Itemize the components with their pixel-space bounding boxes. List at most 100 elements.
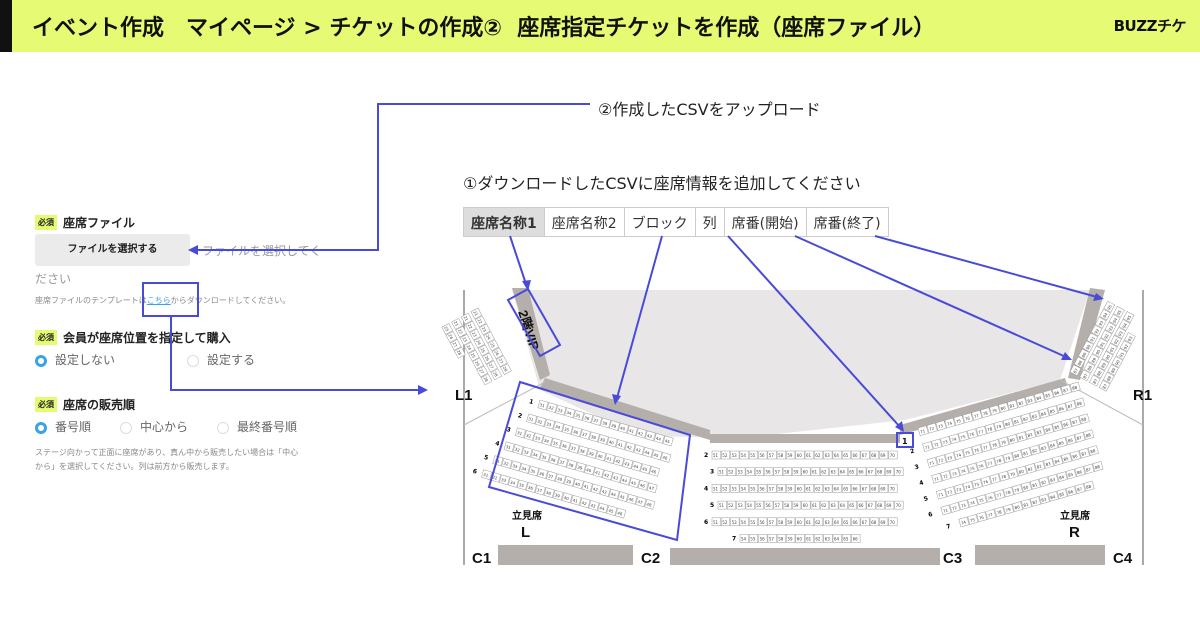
seat[interactable] [552,489,564,501]
seat[interactable] [635,427,647,439]
seat[interactable] [1074,466,1086,477]
seat[interactable] [739,450,749,460]
seat[interactable] [1025,463,1037,474]
seat[interactable] [1103,371,1115,384]
seat[interactable] [754,500,764,510]
seat[interactable] [601,469,613,481]
seat[interactable] [635,496,647,508]
seat[interactable] [730,450,740,460]
seat[interactable] [469,328,481,341]
seat[interactable] [795,450,805,460]
seat[interactable] [758,484,768,493]
seat[interactable] [588,431,600,443]
radio-icon[interactable] [187,354,199,367]
seat[interactable] [1100,329,1113,342]
seat[interactable] [847,500,857,510]
seat[interactable] [944,486,956,497]
seat[interactable] [795,517,805,527]
seat[interactable] [1051,386,1063,398]
seat[interactable] [660,452,672,463]
seat[interactable] [1082,340,1094,353]
seat[interactable] [597,502,609,514]
seat[interactable] [1003,503,1015,515]
seat[interactable] [944,417,956,429]
seat[interactable] [782,467,792,476]
seat[interactable] [1087,445,1099,456]
seat[interactable] [609,420,620,431]
seat[interactable] [1090,324,1103,337]
seat[interactable] [944,451,956,463]
seat[interactable] [491,347,504,360]
seat[interactable] [487,339,500,352]
seat[interactable] [1110,335,1122,347]
seat[interactable] [557,456,569,468]
seat[interactable] [615,507,627,519]
seat[interactable] [561,492,573,504]
seat[interactable] [879,484,889,493]
seat[interactable] [823,517,833,527]
seat[interactable] [958,499,970,511]
seat[interactable] [888,450,898,460]
seat[interactable] [465,320,477,333]
seat[interactable] [1069,450,1081,461]
seat[interactable] [468,349,480,362]
seat[interactable] [1056,437,1068,448]
seat[interactable] [786,534,796,543]
seat[interactable] [894,467,904,476]
seat[interactable] [1065,400,1077,411]
seat[interactable] [838,500,848,510]
seat[interactable] [1042,389,1054,401]
seat[interactable] [998,402,1010,413]
seat[interactable] [758,450,768,460]
seat[interactable] [1083,361,1096,374]
seat[interactable] [885,467,895,476]
seat[interactable] [985,508,997,520]
seat[interactable] [514,427,526,439]
seat[interactable] [525,482,537,493]
seat[interactable] [463,341,476,354]
seat[interactable] [711,450,721,460]
seat[interactable] [608,488,620,500]
seat[interactable] [637,479,649,491]
seat[interactable] [575,461,587,473]
seat[interactable] [498,474,510,486]
seat[interactable] [640,463,652,475]
seat[interactable] [940,436,952,447]
seat[interactable] [795,484,805,493]
seat[interactable] [568,442,580,454]
seat[interactable] [451,317,463,330]
seat[interactable] [1029,410,1041,422]
seat[interactable] [1056,402,1068,414]
seat[interactable] [1024,394,1036,406]
seat[interactable] [1007,399,1019,411]
seat[interactable] [543,487,555,498]
seat[interactable] [1011,484,1023,495]
seat[interactable] [888,484,898,493]
seat[interactable] [649,466,661,477]
seat[interactable] [958,465,970,476]
seat[interactable] [570,494,582,506]
seat[interactable] [1043,458,1055,469]
seat[interactable] [581,481,593,492]
seat[interactable] [926,422,938,434]
seat[interactable] [832,517,842,527]
seat[interactable] [1078,447,1090,459]
seat[interactable] [555,404,567,416]
seat[interactable] [931,472,943,484]
seat[interactable] [1097,358,1110,371]
seat[interactable] [989,404,1001,416]
seat[interactable] [483,331,495,344]
seat[interactable] [869,484,879,493]
seat[interactable] [441,323,454,335]
seat[interactable] [1105,342,1118,355]
seat[interactable] [481,469,493,480]
seat[interactable] [526,413,538,425]
seat[interactable] [776,517,786,527]
seat[interactable] [566,459,578,471]
seat[interactable] [1061,452,1073,464]
seat[interactable] [976,511,988,523]
seat[interactable] [801,500,811,510]
seat[interactable] [953,415,965,426]
seat[interactable] [646,482,658,494]
seat[interactable] [1020,413,1032,424]
